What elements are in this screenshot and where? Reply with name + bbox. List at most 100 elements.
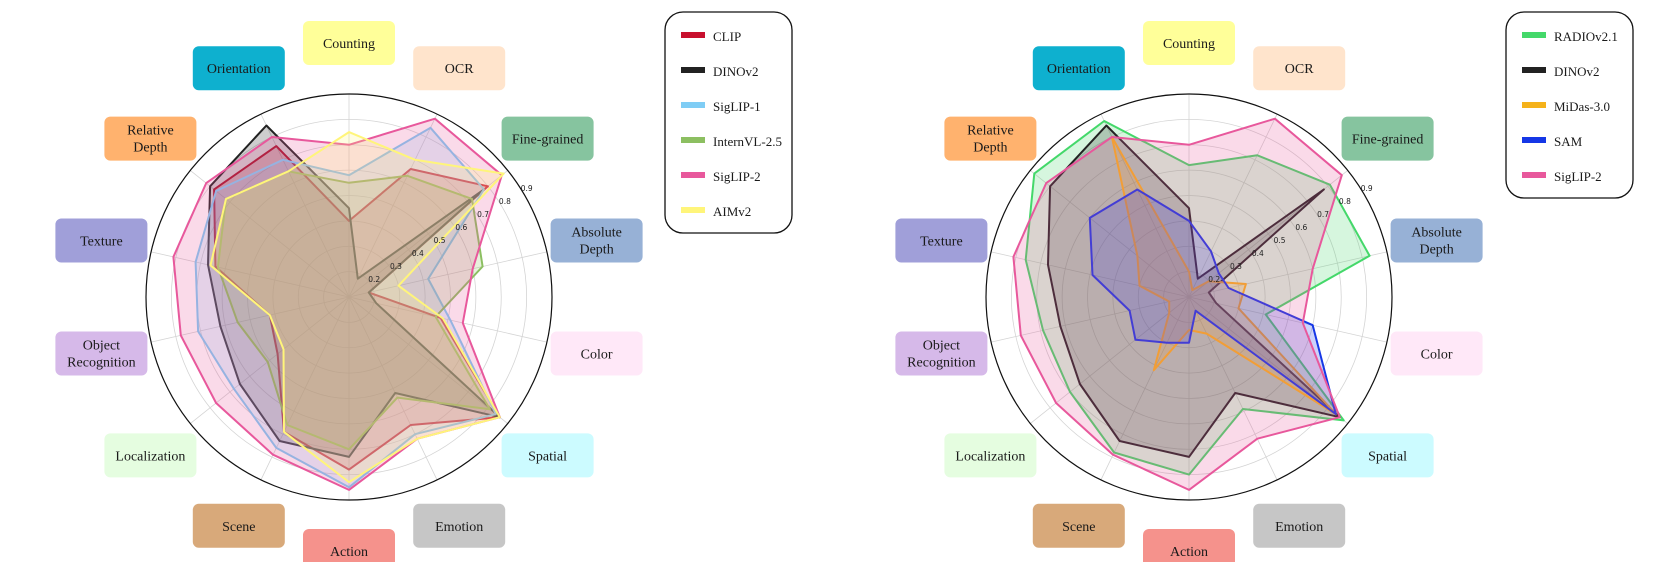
grid-spoke (1188, 113, 1278, 298)
category-label-box (895, 218, 988, 263)
category-label-box (1032, 503, 1125, 548)
legend-swatch (1522, 172, 1546, 178)
category-label-counting: Counting (303, 21, 395, 65)
category-label-box (104, 433, 197, 478)
category-label-text: Object (83, 339, 120, 354)
r-tick-label: 0.9 (521, 184, 533, 193)
category-label-box (1143, 21, 1235, 65)
legend-1: CLIP DINOv2SigLIP-1InternVL-2.5SigLIP-2AI… (664, 11, 793, 234)
category-label-text: OCR (445, 62, 474, 77)
category-label-box (413, 46, 506, 91)
legend-item-aimv2: AIMv2 (681, 204, 751, 219)
grid-spoke (1188, 251, 1387, 298)
category-label-box (413, 503, 506, 548)
category-label-fine-grained: Fine-grained (1341, 116, 1434, 161)
category-label-box (303, 21, 395, 65)
category-label-text: Object (923, 339, 960, 354)
legend-swatch (681, 137, 705, 143)
legend-label: SigLIP-1 (713, 99, 761, 114)
grid-spoke (348, 296, 438, 481)
category-label-box (55, 331, 148, 376)
category-label-text: Absolute (571, 226, 622, 241)
series-aimv2 (209, 131, 505, 484)
category-label-text: Fine-grained (1352, 133, 1424, 148)
legend-swatch (1522, 137, 1546, 143)
category-label-box (1253, 46, 1346, 91)
legend-item-clip: CLIP (681, 29, 741, 44)
series-siglip-2 (1012, 117, 1343, 491)
category-label-text: Relative (127, 124, 174, 139)
legend-label: DINOv2 (713, 64, 759, 79)
category-label-text: Action (1170, 545, 1208, 560)
grid-spoke (348, 113, 438, 298)
r-tick-label: 0.5 (1274, 236, 1286, 245)
category-label-text: Emotion (435, 520, 483, 535)
series-siglip-2 (172, 117, 503, 491)
r-tick-label: 0.2 (368, 275, 380, 284)
grid-spoke (1030, 170, 1190, 298)
legend-label: SigLIP-2 (1554, 169, 1602, 184)
category-label-text: Localization (955, 449, 1025, 464)
radar-panel-2: 0.20.30.40.50.60.70.80.9CountingOCRFine-… (895, 21, 1483, 562)
category-label-text: Scene (222, 520, 255, 535)
category-label-text: Color (581, 348, 613, 363)
category-label-text: Texture (920, 235, 963, 250)
category-label-color: Color (1390, 331, 1483, 376)
category-label-color: Color (550, 331, 643, 376)
legend-item-siglip-2: SigLIP-2 (681, 169, 761, 184)
category-label-box (104, 116, 197, 161)
legend-swatch (681, 32, 705, 38)
r-tick-label: 0.3 (390, 262, 402, 271)
r-tick-label: 0.4 (412, 249, 424, 258)
grid-spoke (260, 296, 350, 481)
category-label-emotion: Emotion (413, 503, 506, 548)
category-label-ocr: OCR (1253, 46, 1346, 91)
r-tick-label: 0.2 (1208, 275, 1220, 284)
category-label-text: Texture (80, 235, 123, 250)
category-label-box (1390, 218, 1483, 263)
category-label-text: Recognition (67, 356, 135, 371)
legend-label: RADIOv2.1 (1554, 29, 1618, 44)
category-label-box (550, 218, 643, 263)
category-label-text: Counting (323, 37, 375, 52)
legend-swatch (1522, 67, 1546, 73)
category-label-orientation: Orientation (1032, 46, 1125, 91)
category-label-text: Orientation (1047, 62, 1111, 77)
radar-frame (985, 93, 1393, 501)
legend-swatch (1522, 102, 1546, 108)
category-label-text: Depth (973, 141, 1007, 156)
category-label-localization: Localization (944, 433, 1037, 478)
category-label-box (944, 116, 1037, 161)
category-label-box (303, 529, 395, 562)
series-internvl-2-5 (216, 170, 491, 451)
series-radiov2-1 (1024, 120, 1371, 476)
category-label-text: OCR (1285, 62, 1314, 77)
category-label-text: Depth (1419, 243, 1453, 258)
category-label-scene: Scene (1032, 503, 1125, 548)
category-label-text: Spatial (528, 449, 567, 464)
legend-label: InternVL-2.5 (713, 134, 782, 149)
category-label-box (550, 331, 643, 376)
r-tick-label: 0.9 (1361, 184, 1373, 193)
category-label-action: Action (1143, 529, 1235, 562)
legend-item-radiov2-1: RADIOv2.1 (1522, 29, 1618, 44)
category-label-box (1390, 331, 1483, 376)
legend-swatch (681, 207, 705, 213)
category-label-text: Localization (115, 449, 185, 464)
category-label-texture: Texture (55, 218, 148, 263)
category-label-box (1143, 529, 1235, 562)
category-label-box (501, 116, 594, 161)
category-label-text: Recognition (907, 356, 975, 371)
category-label-text: Fine-grained (512, 133, 584, 148)
r-tick-label: 0.7 (477, 210, 489, 219)
grid-spoke (260, 113, 350, 298)
category-label-texture: Texture (895, 218, 988, 263)
grid-spoke (1100, 296, 1190, 481)
legend-label: SigLIP-2 (713, 169, 761, 184)
legend-label: SAM (1554, 134, 1583, 149)
legend-label: AIMv2 (713, 204, 751, 219)
